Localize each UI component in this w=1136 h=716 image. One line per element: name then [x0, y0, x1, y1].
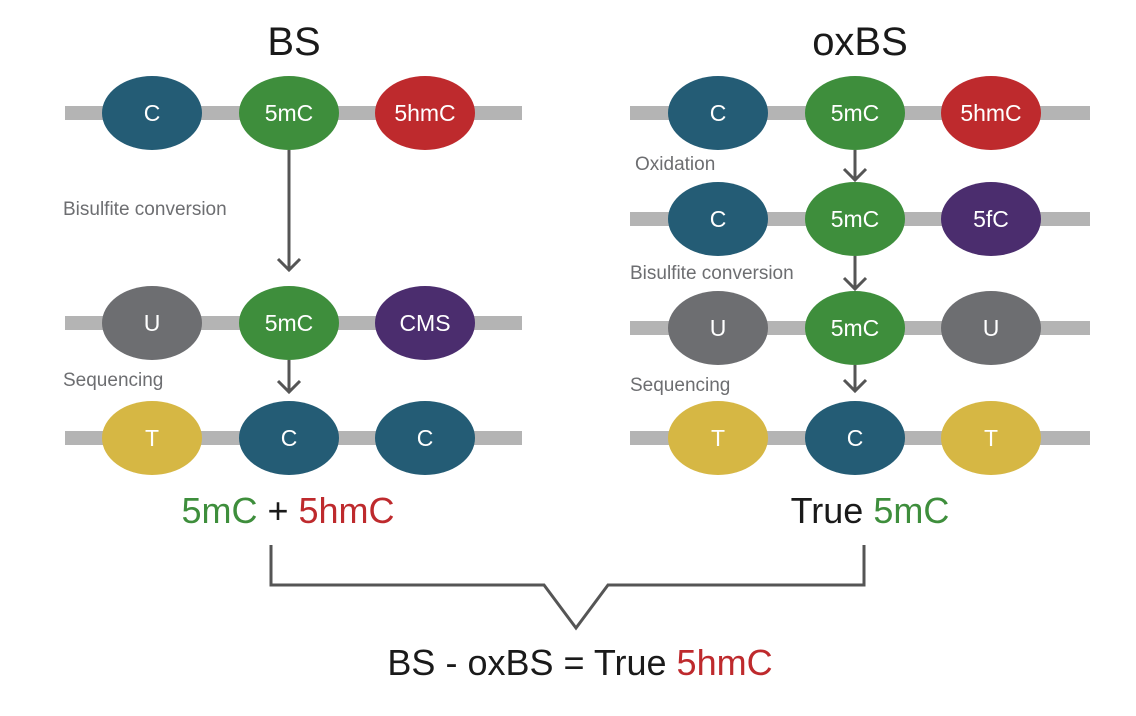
- bs-row-2-node-label-5mc: 5mC: [265, 310, 314, 336]
- bs-row-1-node-5hmc: [375, 76, 475, 150]
- oxbs-step-bisulfite: Bisulfite conversion: [630, 263, 794, 284]
- oxbs-arrow-bisulfite: [842, 256, 868, 292]
- oxbs-row-1-node-label-5hmc: 5hmC: [960, 100, 1021, 126]
- oxbs-row-1-node-label-c: C: [710, 100, 727, 126]
- bs-row-2-node-cms: [375, 286, 475, 360]
- oxbs-row-4-node-t: [941, 401, 1041, 475]
- formula-5hmc: 5hmC: [676, 642, 773, 683]
- bs-row-3-node-c: [375, 401, 475, 475]
- bs-row-3-node-label-c: C: [417, 425, 434, 451]
- bs-arrow-conversion: [276, 150, 302, 273]
- oxbs-step-sequencing: Sequencing: [630, 375, 730, 396]
- bs-step-sequencing: Sequencing: [63, 370, 163, 391]
- bs-row-1: C 5mC 5hmC: [65, 76, 522, 150]
- bs-row-2: U 5mC CMS: [65, 286, 522, 360]
- oxbs-row-2-node-label-5mc: 5mC: [831, 206, 880, 232]
- bs-result-5mc: 5mC: [181, 490, 258, 531]
- oxbs-column-title: oxBS: [812, 20, 908, 64]
- oxbs-arrow-sequencing: [842, 365, 868, 394]
- oxbs-row-3-node-label-u: U: [710, 315, 727, 341]
- bs-row-2-node-u: [102, 286, 202, 360]
- bs-row-3-node-t: [102, 401, 202, 475]
- bs-row-3-node-label-t: T: [145, 425, 159, 451]
- oxbs-result-5mc: 5mC: [873, 490, 950, 531]
- oxbs-row-2: C 5mC 5fC: [630, 182, 1090, 256]
- oxbs-row-4-node-label-t: T: [984, 425, 998, 451]
- bs-column-title: BS: [267, 20, 321, 64]
- oxbs-row-2-node-label-c: C: [710, 206, 727, 232]
- formula: BS - oxBS = True 5hmC: [320, 642, 840, 684]
- oxbs-row-4-node-c: [805, 401, 905, 475]
- oxbs-row-2-node-label-5fc: 5fC: [973, 206, 1009, 232]
- oxbs-row-3-node-u: [668, 291, 768, 365]
- bs-row-1-node-c: [102, 76, 202, 150]
- bs-row-3-node-label-c: C: [281, 425, 298, 451]
- oxbs-arrow-oxidation: [842, 150, 868, 183]
- bs-row-1-node-5mc: [239, 76, 339, 150]
- bs-row-2-node-label-cms: CMS: [399, 310, 450, 336]
- bs-result: 5mC + 5hmC: [143, 490, 433, 532]
- bs-row-3-node-c: [239, 401, 339, 475]
- oxbs-step-oxidation: Oxidation: [635, 154, 715, 175]
- oxbs-row-4-node-label-t: T: [711, 425, 725, 451]
- oxbs-row-3-node-5mc: [805, 291, 905, 365]
- oxbs-row-3-node-label-u: U: [983, 315, 1000, 341]
- oxbs-row-2-node-c: [668, 182, 768, 256]
- bs-row-1-node-label-c: C: [144, 100, 161, 126]
- oxbs-result: True 5mC: [720, 490, 1020, 532]
- oxbs-row-1-node-5mc: [805, 76, 905, 150]
- bs-row-2-node-label-u: U: [144, 310, 161, 336]
- oxbs-row-1-node-label-5mc: 5mC: [831, 100, 880, 126]
- oxbs-row-4-node-label-c: C: [847, 425, 864, 451]
- oxbs-row-4-node-t: [668, 401, 768, 475]
- oxbs-result-true: True: [790, 490, 874, 531]
- combine-bracket: [269, 545, 866, 631]
- oxbs-row-3-node-u: [941, 291, 1041, 365]
- bs-result-plus: +: [257, 490, 299, 531]
- oxbs-row-1-node-5hmc: [941, 76, 1041, 150]
- oxbs-row-3-node-label-5mc: 5mC: [831, 315, 880, 341]
- formula-lhs: BS - oxBS = True: [387, 642, 677, 683]
- bs-row-2-node-5mc: [239, 286, 339, 360]
- bs-arrow-sequencing: [276, 360, 302, 395]
- oxbs-row-3: U 5mC U: [630, 291, 1090, 365]
- bs-row-1-node-label-5mc: 5mC: [265, 100, 314, 126]
- bs-row-1-node-label-5hmc: 5hmC: [394, 100, 455, 126]
- oxbs-row-2-node-5mc: [805, 182, 905, 256]
- oxbs-row-1-node-c: [668, 76, 768, 150]
- oxbs-row-2-node-5fc: [941, 182, 1041, 256]
- bs-step-bisulfite: Bisulfite conversion: [63, 199, 227, 220]
- oxbs-row-1: C 5mC 5hmC: [630, 76, 1090, 150]
- bs-result-5hmc: 5hmC: [298, 490, 395, 531]
